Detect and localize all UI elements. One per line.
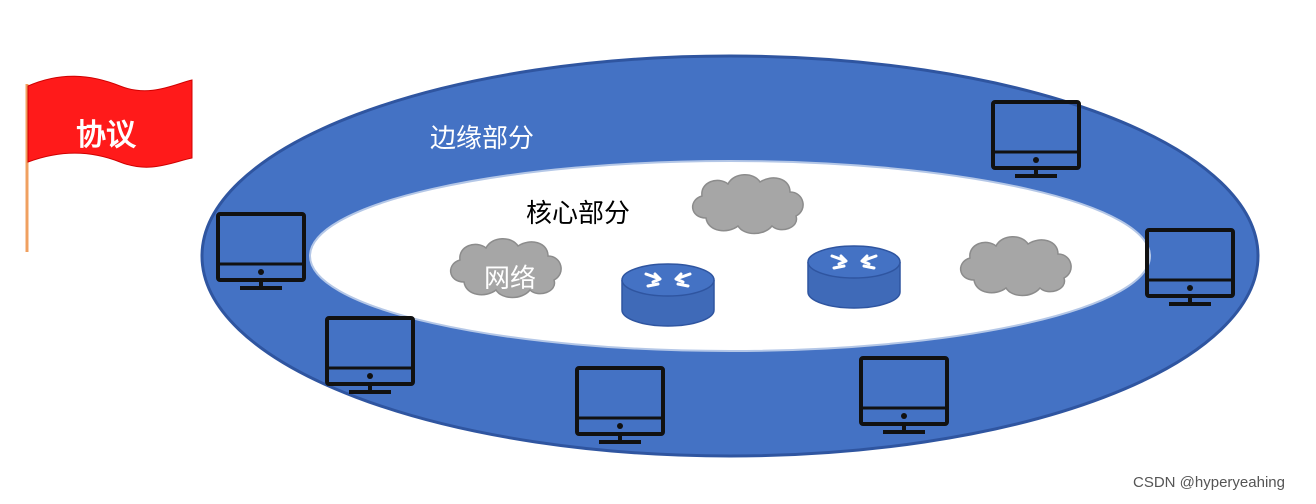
core-part-label: 核心部分: [526, 199, 631, 229]
cloud-icon: [691, 173, 804, 235]
core-part-area: [309, 160, 1151, 352]
flag-label: 协议: [76, 118, 136, 153]
router-icon: [806, 244, 902, 310]
network-label: 网络: [484, 264, 537, 294]
router-icon: [620, 262, 716, 328]
credit-text: CSDN @hyperyeahing: [1133, 474, 1285, 491]
flag-icon: [27, 75, 193, 168]
cloud-icon: [959, 235, 1072, 297]
edge-part-label: 边缘部分: [430, 124, 535, 154]
